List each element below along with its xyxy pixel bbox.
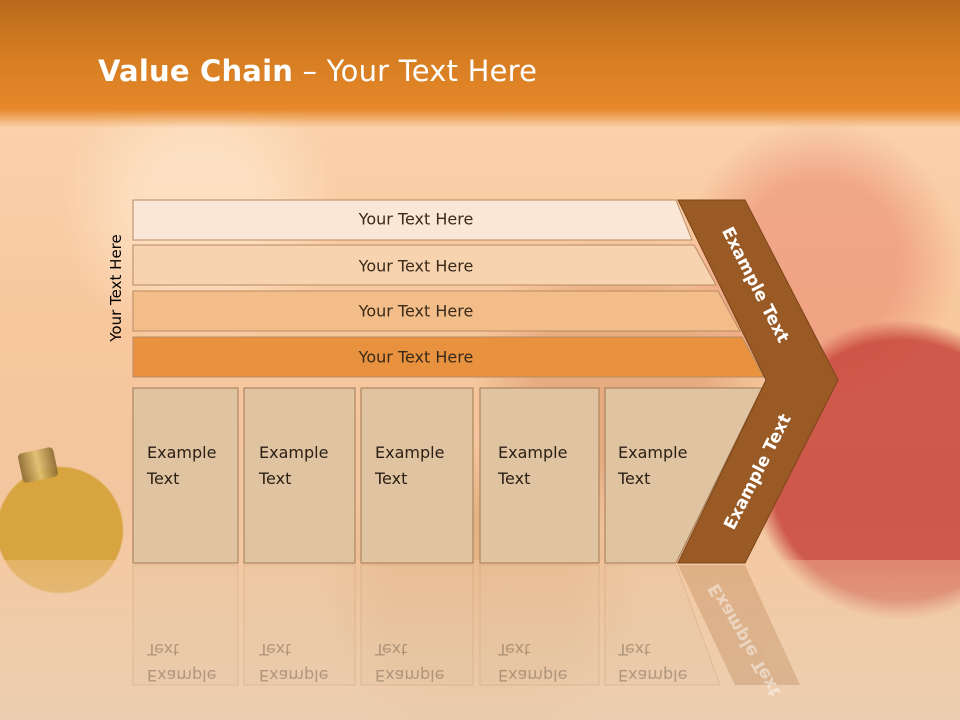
title-bold: Value Chain <box>98 54 294 88</box>
chevron-arrow[interactable] <box>677 199 839 564</box>
band-1[interactable] <box>132 199 693 241</box>
slide-title: Value Chain – Your Text Here <box>98 54 537 88</box>
box-1[interactable] <box>132 387 239 564</box>
box-5[interactable] <box>604 387 763 564</box>
band-4-label: Your Text Here <box>358 347 474 367</box>
band-3[interactable] <box>132 290 741 332</box>
header-band <box>0 0 960 128</box>
band-1-label: Your Text Here <box>358 209 474 229</box>
box-4[interactable] <box>479 387 600 564</box>
band-2-label: Your Text Here <box>358 256 474 276</box>
box-3[interactable] <box>360 387 474 564</box>
band-2[interactable] <box>132 244 717 286</box>
reflection <box>132 564 800 686</box>
band-3-label: Your Text Here <box>358 301 474 321</box>
title-rest: – Your Text Here <box>293 54 538 88</box>
box-2[interactable] <box>243 387 356 564</box>
table-surface <box>0 560 960 720</box>
